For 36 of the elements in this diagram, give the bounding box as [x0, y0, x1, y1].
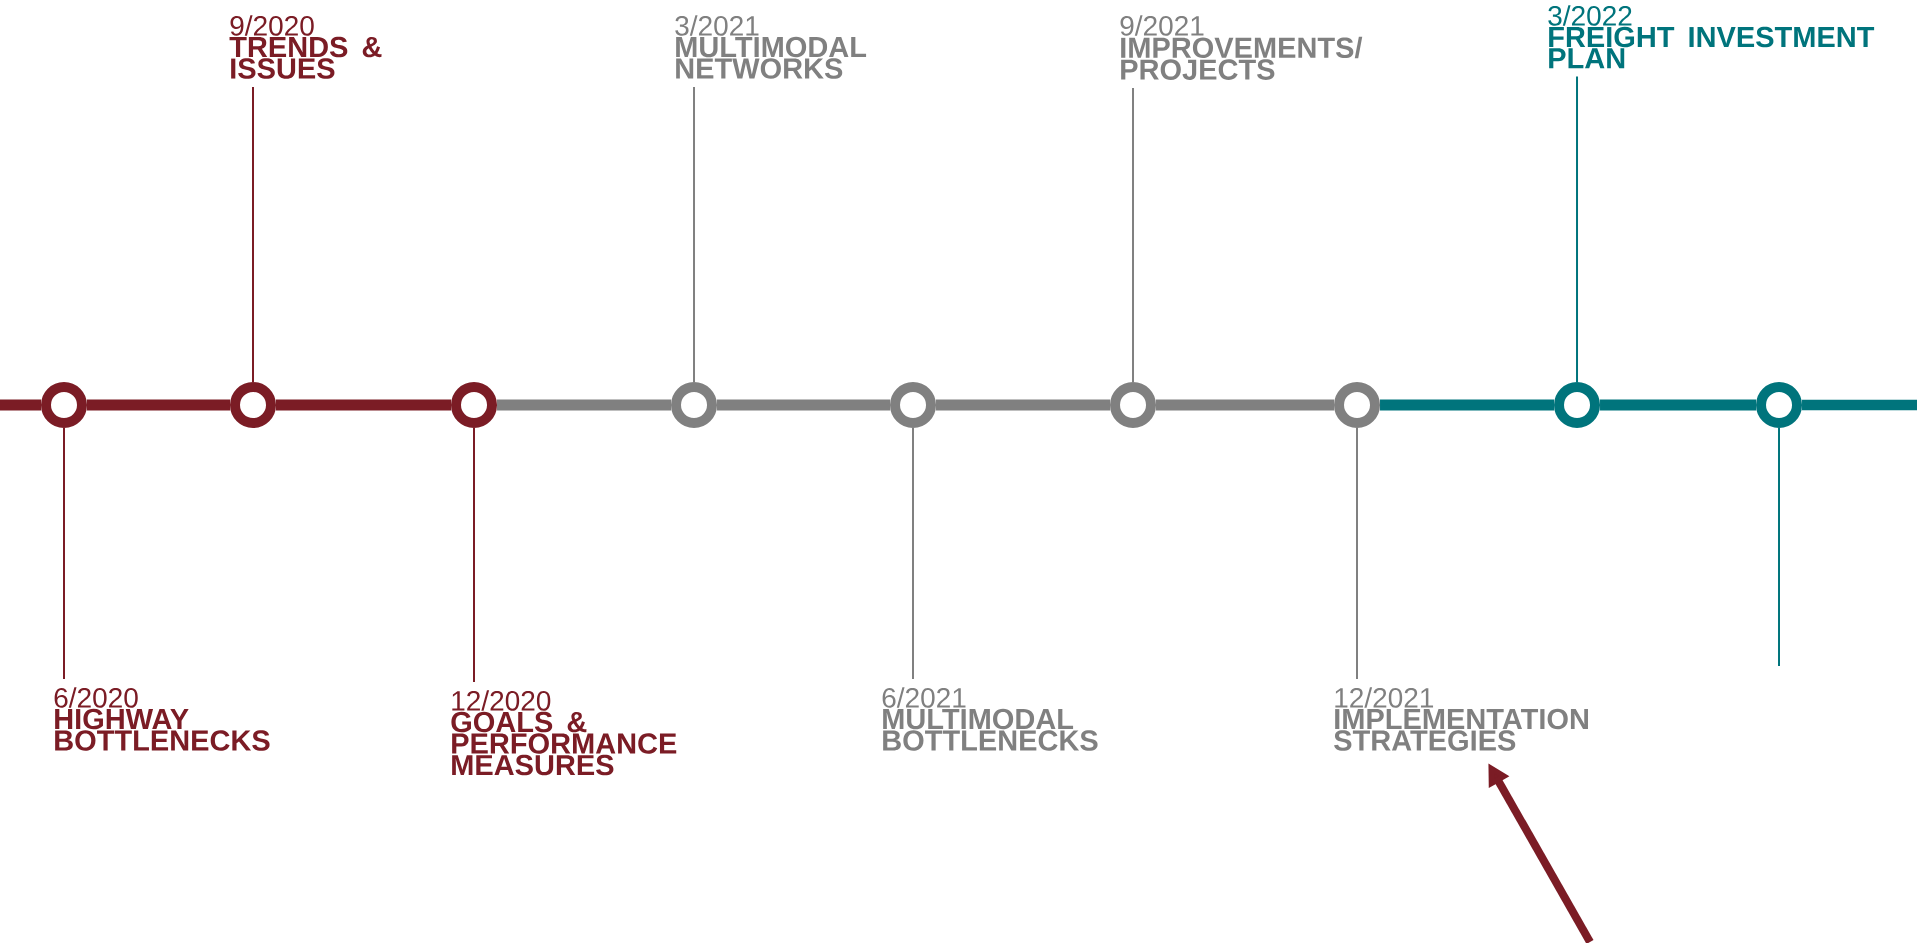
milestone-label: 9/2020 TRENDS & ISSUES: [229, 15, 382, 79]
milestone-marker: [1756, 382, 1802, 428]
leader-line: [693, 86, 695, 383]
milestone-label: 6/2020 HIGHWAY BOTTLENECKS: [54, 687, 270, 751]
leader-line: [1356, 427, 1358, 680]
leader-line: [473, 427, 475, 683]
timeline-segment: [717, 399, 890, 411]
timeline-segment: [1156, 399, 1334, 411]
timeline-segment: [497, 399, 671, 411]
timeline-segment: [87, 399, 230, 411]
milestone-marker: [671, 382, 717, 428]
milestone-marker: [1110, 382, 1156, 428]
leader-line: [912, 427, 914, 680]
milestone-marker: [230, 382, 276, 428]
timeline-segment: [1600, 399, 1756, 411]
milestone-marker: [1334, 382, 1380, 428]
leader-line: [1576, 75, 1578, 383]
milestone-marker: [451, 382, 497, 428]
leader-line: [63, 427, 65, 680]
timeline-segment: [1802, 399, 1917, 411]
timeline-segment: [0, 399, 41, 411]
timeline-segment: [936, 399, 1110, 411]
milestone-marker: [890, 382, 936, 428]
milestone-label: 3/2021 MULTIMODAL NETWORKS: [675, 15, 867, 79]
milestone-label: 12/2020 GOALS & PERFORMANCE MEASURES: [451, 690, 677, 776]
timeline-segment: [276, 399, 451, 411]
leader-line: [1132, 87, 1134, 383]
leader-line: [252, 86, 254, 383]
leader-line: [1778, 427, 1780, 667]
milestone-label: 3/2022 FREIGHT INVESTMENT PLAN: [1548, 5, 1875, 69]
milestone-label: 9/2021 IMPROVEMENTS/ PROJECTS: [1120, 15, 1363, 80]
milestone-marker: [41, 382, 87, 428]
timeline-segment: [1380, 399, 1554, 411]
milestone-label: 6/2021 MULTIMODAL BOTTLENECKS: [882, 687, 1098, 751]
milestone-label: 12/2021 IMPLEMENTATION STRATEGIES: [1334, 687, 1588, 751]
milestone-marker: [1554, 382, 1600, 428]
